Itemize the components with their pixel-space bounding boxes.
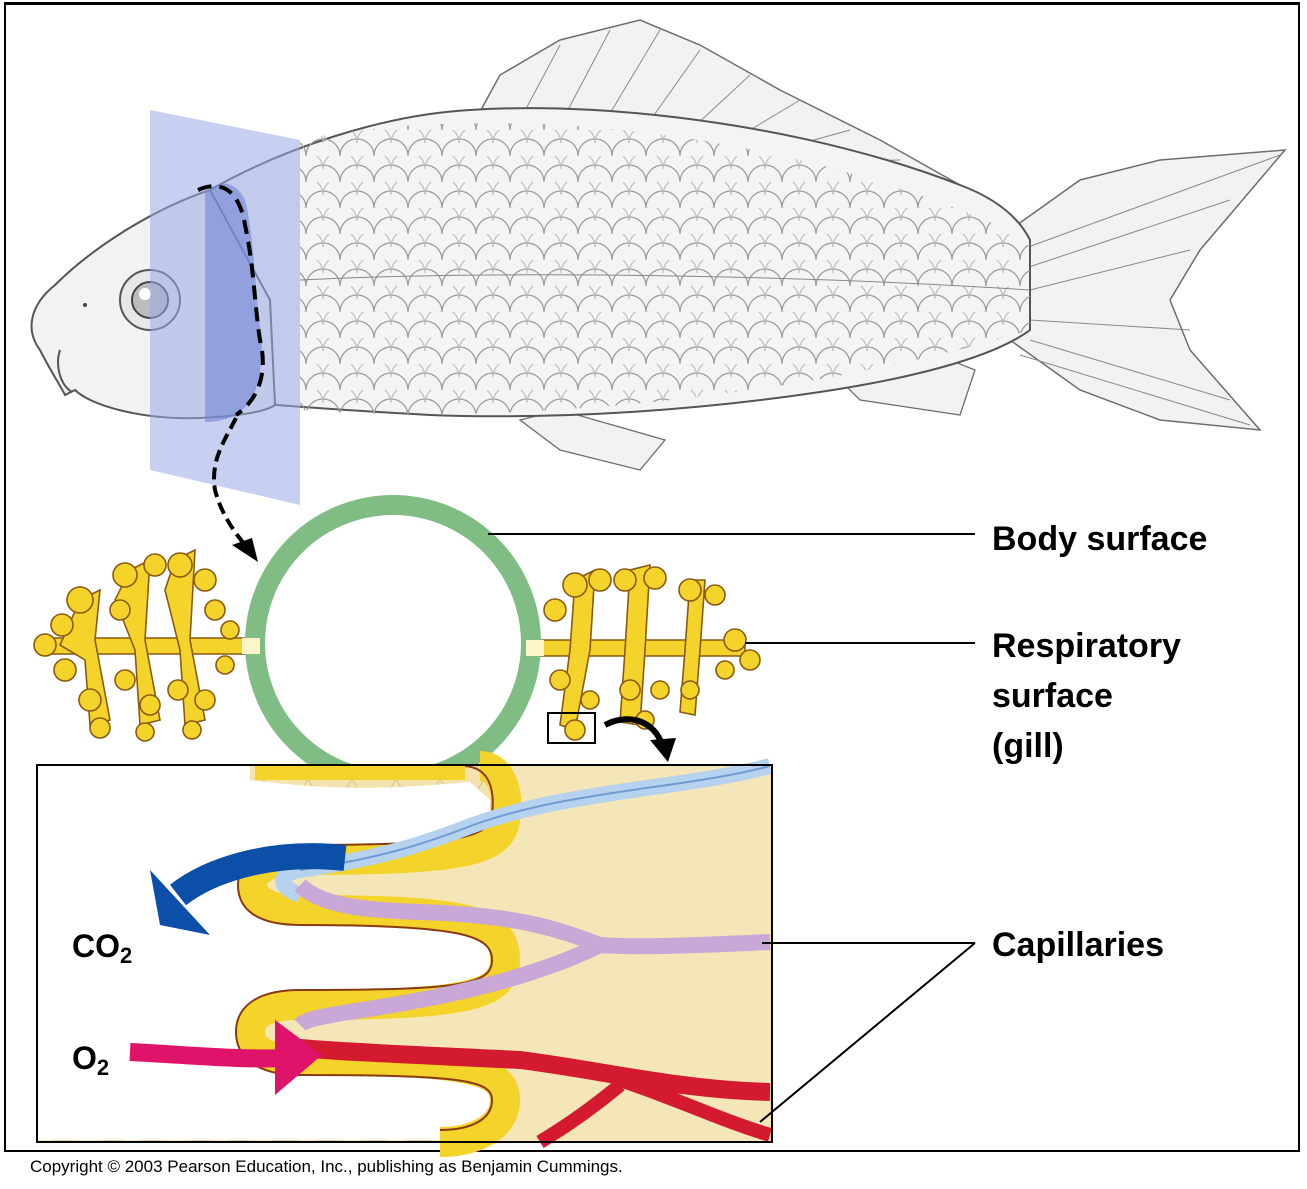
respiratory-label-line1: Respiratory (992, 621, 1181, 671)
co2-subscript: 2 (120, 943, 132, 968)
o2-label: O2 (72, 1040, 109, 1077)
section-arrow-head (232, 538, 258, 562)
copyright-notice: Copyright © 2003 Pearson Education, Inc.… (30, 1157, 623, 1177)
capillaries-label: Capillaries (992, 920, 1164, 970)
pelvic-fin (520, 410, 665, 470)
respiratory-label-line2: surface (992, 671, 1181, 721)
gill-cross-section (34, 505, 760, 781)
capillaries-leader-lower (760, 943, 975, 1122)
tail-fin (1010, 150, 1285, 430)
section-plane (150, 110, 300, 562)
body-surface-label: Body surface (992, 514, 1207, 564)
co2-base: CO (72, 928, 120, 964)
left-gill (34, 550, 250, 741)
body-surface-ring (255, 505, 531, 781)
co2-label: CO2 (72, 928, 132, 965)
respiratory-label-line3: (gill) (992, 721, 1181, 771)
magnified-inset (37, 765, 772, 1142)
o2-subscript: 2 (97, 1055, 109, 1080)
o2-base: O (72, 1040, 97, 1076)
respiratory-surface-label: Respiratory surface (gill) (992, 621, 1181, 771)
